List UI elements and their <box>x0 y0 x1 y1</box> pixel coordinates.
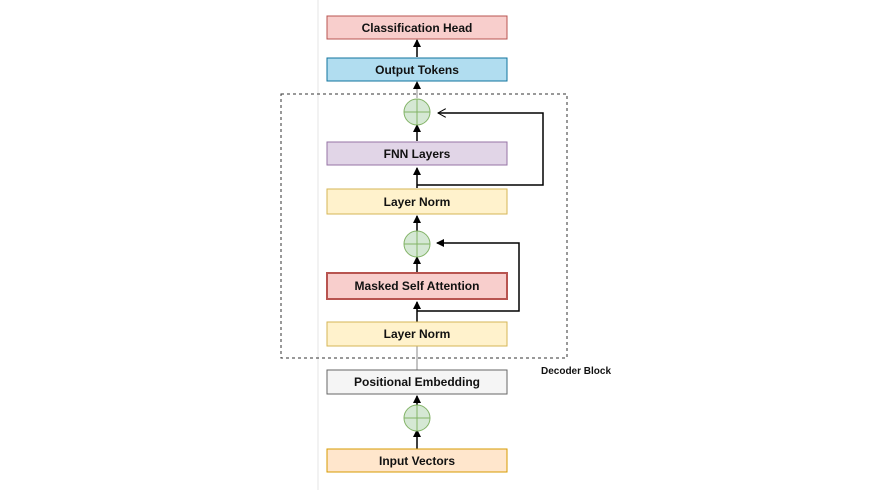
residual-connection-attention <box>417 239 520 312</box>
adder-top-icon <box>403 98 431 126</box>
input-vectors-label: Input Vectors <box>379 454 455 468</box>
fnn-layers-box: FNN Layers <box>326 141 508 166</box>
decoder-block-group <box>280 93 568 359</box>
layer-norm-top-box: Layer Norm <box>326 188 508 215</box>
fnn-layers-label: FNN Layers <box>384 147 451 161</box>
residual-connection-fnn <box>417 113 544 186</box>
adder-middle-icon <box>403 230 431 258</box>
layer-norm-bottom-box: Layer Norm <box>326 321 508 347</box>
output-tokens-label: Output Tokens <box>375 63 459 77</box>
masked-self-attention-box: Masked Self Attention <box>326 272 508 300</box>
layer-norm-bottom-label: Layer Norm <box>384 327 451 341</box>
output-tokens-box: Output Tokens <box>326 57 508 82</box>
decoder-block-label: Decoder Block <box>541 366 611 377</box>
adder-bottom-icon <box>403 404 431 432</box>
layer-norm-top-label: Layer Norm <box>384 195 451 209</box>
classification-head-box: Classification Head <box>326 15 508 40</box>
masked-self-attention-label: Masked Self Attention <box>355 279 480 293</box>
classification-head-label: Classification Head <box>362 21 473 35</box>
positional-embedding-label: Positional Embedding <box>354 375 480 389</box>
input-vectors-box: Input Vectors <box>326 448 508 473</box>
positional-embedding-box: Positional Embedding <box>326 369 508 395</box>
